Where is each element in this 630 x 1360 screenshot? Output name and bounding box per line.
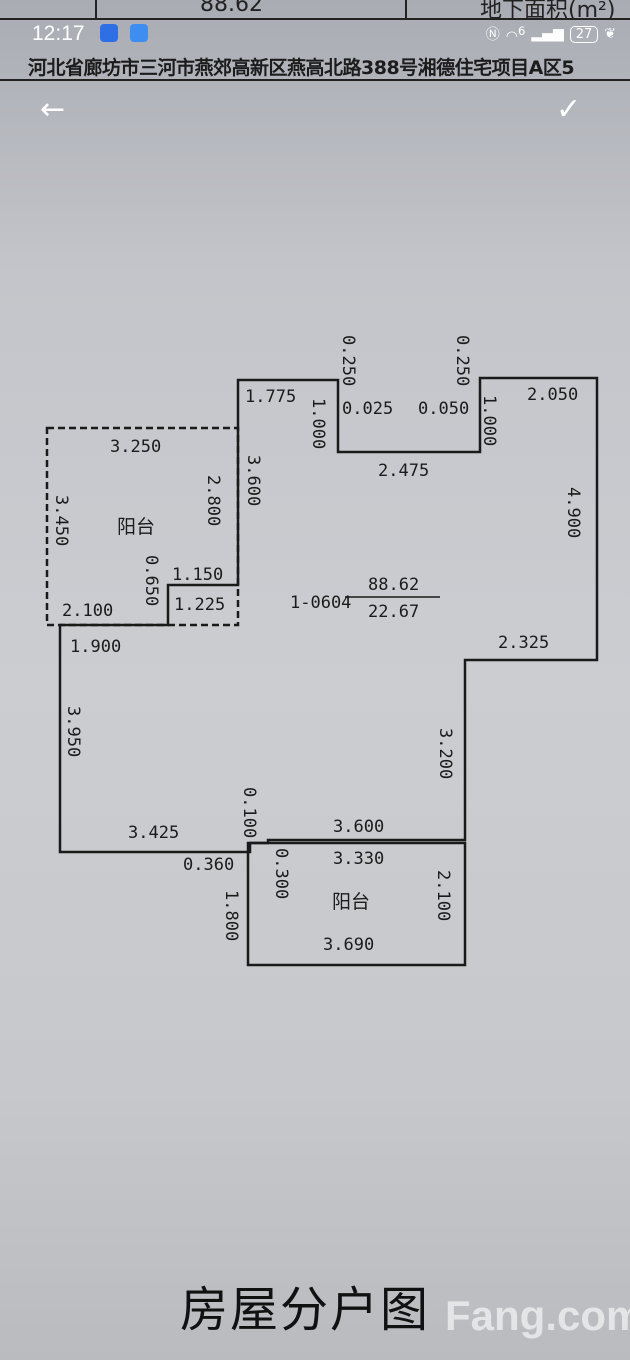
table-row: 88.62 地下面积(m²) bbox=[0, 0, 630, 23]
table-cell-value: 88.62 bbox=[200, 0, 263, 17]
divider bbox=[405, 0, 407, 18]
document-header: 88.62 地下面积(m²) 河北省廊坊市三河市燕郊高新区燕高北路388号湘德住… bbox=[0, 0, 630, 81]
battery-icon: 27 bbox=[569, 25, 599, 43]
signal-icon: ▂▄▆ bbox=[531, 26, 564, 43]
clock: 12:17 bbox=[32, 22, 85, 45]
dim-label: 3.330 bbox=[333, 849, 384, 869]
dim-label: 0.025 bbox=[342, 399, 393, 419]
nfc-icon: Ⓝ bbox=[485, 27, 500, 44]
divider bbox=[0, 79, 630, 81]
dim-label: 3.425 bbox=[128, 823, 179, 843]
dim-label: 3.200 bbox=[435, 728, 455, 779]
dim-label: 2.325 bbox=[498, 633, 549, 653]
wifi-icon: ◠6 bbox=[505, 24, 526, 45]
dim-label: 0.650 bbox=[141, 555, 161, 606]
dim-label: 2.800 bbox=[203, 475, 223, 526]
dim-label: 3.690 bbox=[323, 935, 374, 955]
back-button[interactable]: ← bbox=[40, 92, 65, 127]
dim-label: 3.250 bbox=[110, 437, 161, 457]
area-total: 88.62 bbox=[368, 575, 419, 595]
document-title: 房屋分户图 bbox=[180, 1282, 431, 1338]
dim-label: 1.775 bbox=[245, 387, 296, 407]
area-shared: 22.67 bbox=[368, 602, 419, 622]
arrow-left-icon: ← bbox=[40, 92, 66, 127]
dim-label: 1.900 bbox=[70, 637, 121, 657]
address-text: 河北省廊坊市三河市燕郊高新区燕高北路388号湘德住宅项目A区5 bbox=[28, 57, 575, 79]
divider bbox=[95, 0, 97, 18]
dim-label: 0.360 bbox=[183, 855, 234, 875]
dim-label: 0.300 bbox=[271, 848, 291, 899]
table-cell-label: 地下面积(m²) bbox=[480, 0, 616, 23]
app-notification-icon bbox=[100, 24, 118, 42]
balcony-upper-outline bbox=[45, 426, 240, 627]
weather-icon bbox=[130, 24, 148, 42]
dim-label: 3.450 bbox=[51, 495, 71, 546]
dim-label: 1.150 bbox=[172, 565, 223, 585]
dim-label: 2.100 bbox=[62, 601, 113, 621]
balcony-lower-outline bbox=[246, 841, 467, 967]
dim-label: 0.100 bbox=[239, 787, 259, 838]
dim-label: 4.900 bbox=[563, 487, 583, 538]
watermark: Fang.com bbox=[445, 1292, 630, 1339]
dim-label: 1.800 bbox=[221, 890, 241, 941]
dim-label: 2.475 bbox=[378, 461, 429, 481]
dim-label: 0.250 bbox=[452, 335, 472, 386]
status-bar: 12:17 Ⓝ ◠6 ▂▄▆ 27 ❦ bbox=[0, 20, 630, 50]
balcony-label: 阳台 bbox=[332, 891, 370, 913]
dim-label: 3.950 bbox=[63, 706, 83, 757]
dim-label: 1.000 bbox=[308, 398, 328, 449]
unit-id: 1-0604 bbox=[290, 593, 351, 613]
dim-label: 1.225 bbox=[174, 595, 225, 615]
confirm-button[interactable]: ✓ bbox=[556, 92, 581, 127]
dim-label: 2.050 bbox=[527, 385, 578, 405]
leaf-icon: ❦ bbox=[604, 26, 616, 43]
balcony-label: 阳台 bbox=[117, 516, 155, 538]
status-icons: Ⓝ ◠6 ▂▄▆ 27 ❦ bbox=[486, 24, 616, 45]
dim-label: 2.100 bbox=[433, 870, 453, 921]
dim-label: 1.000 bbox=[479, 395, 499, 446]
dim-label: 0.250 bbox=[338, 335, 358, 386]
check-icon: ✓ bbox=[556, 92, 582, 127]
dim-label: 3.600 bbox=[333, 817, 384, 837]
network-label: 6 bbox=[517, 24, 526, 38]
dim-label: 0.050 bbox=[418, 399, 469, 419]
dim-label: 3.600 bbox=[243, 455, 263, 506]
